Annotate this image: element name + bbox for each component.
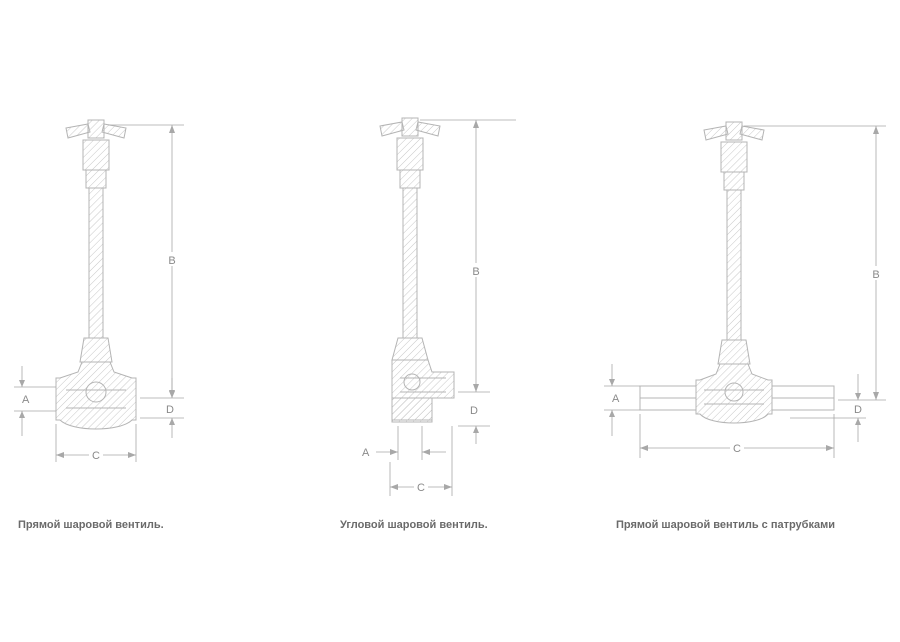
caption-angle-valve: Угловой шаровой вентиль. <box>340 519 488 531</box>
dimension-d-label: D <box>470 405 478 417</box>
dimension-d-label: D <box>166 404 174 416</box>
bonnet <box>717 339 751 365</box>
valve-body <box>55 361 137 430</box>
dimension-b-label: B <box>472 266 479 278</box>
dimension-a-label: A <box>612 393 620 405</box>
dimension-a: A <box>604 364 640 436</box>
valve-outlet <box>391 397 433 423</box>
handwheel-icon <box>65 119 127 139</box>
angle-valve-drawing: B D A C Угловой шаровой <box>340 117 516 531</box>
packing-gland <box>399 169 421 189</box>
bonnet <box>391 337 429 361</box>
packing-nut <box>720 141 748 173</box>
extension-stem <box>402 187 418 339</box>
dimension-a-label: A <box>22 394 30 406</box>
dimension-c-label: C <box>92 450 100 462</box>
dimension-b-label: B <box>168 255 175 267</box>
packing-gland <box>723 171 745 191</box>
dimension-d: D <box>458 405 490 444</box>
dimension-a-label: A <box>362 447 370 459</box>
bonnet <box>79 337 113 363</box>
packing-gland <box>85 169 107 189</box>
caption-valve-with-stubs: Прямой шаровой вентиль с патрубками <box>616 519 835 531</box>
dimension-a: A <box>362 426 446 460</box>
extension-stem <box>726 189 742 341</box>
dimension-d: D <box>790 374 866 442</box>
extension-stem <box>88 187 104 339</box>
packing-nut <box>82 139 110 171</box>
dimension-d-label: D <box>854 404 862 416</box>
dimension-b: B <box>108 124 184 399</box>
dimension-c-label: C <box>733 443 741 455</box>
dimension-c: C <box>389 426 453 496</box>
dimension-d: D <box>140 378 184 438</box>
packing-nut <box>396 137 424 171</box>
valve-body <box>695 363 773 424</box>
dimension-a: A <box>14 366 56 436</box>
straight-valve-drawing: B D A C П <box>14 119 184 531</box>
dimension-c-label: C <box>417 482 425 494</box>
dimension-b-label: B <box>872 269 879 281</box>
dimension-c: C <box>55 424 137 462</box>
straight-valve-with-stubs-drawing: B D A C П <box>604 121 886 531</box>
dimension-c: C <box>639 414 835 458</box>
dimension-b: B <box>420 119 516 393</box>
dimension-b: B <box>744 125 886 401</box>
caption-straight-valve: Прямой шаровой вентиль. <box>18 519 164 531</box>
handwheel-icon <box>703 121 765 141</box>
handwheel-icon <box>379 117 441 137</box>
